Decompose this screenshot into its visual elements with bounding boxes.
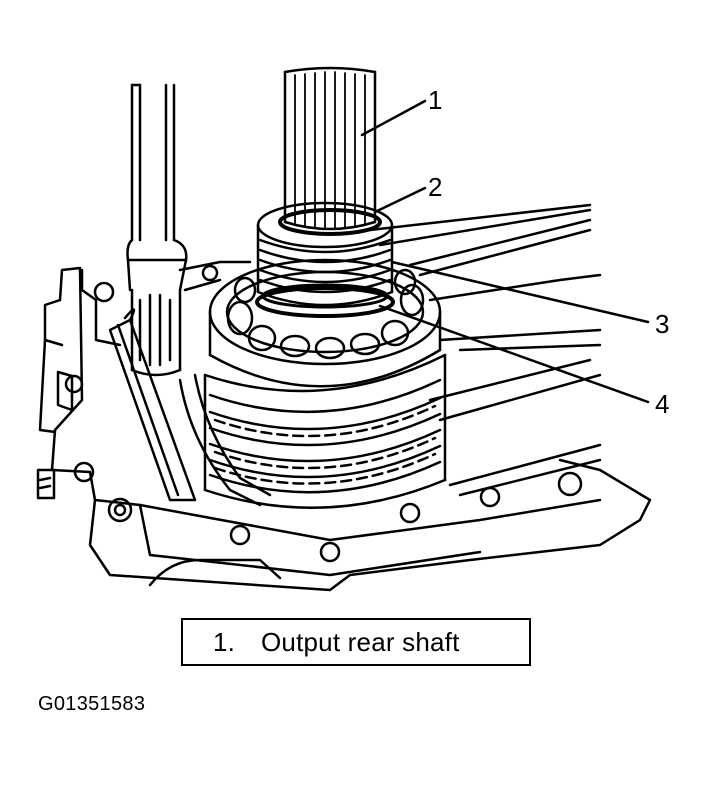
legend-number: 1.	[213, 626, 236, 657]
figure-id: G01351583	[38, 693, 146, 715]
callout-3: 3	[655, 309, 669, 339]
legend-box: 1. Output rear shaft	[181, 618, 531, 666]
leader-line-2	[373, 186, 427, 214]
leader-line-3	[390, 260, 650, 324]
callout-1: 1	[428, 85, 442, 115]
transmission-diagram: 1 2 3 4	[36, 66, 669, 592]
callout-4: 4	[655, 389, 669, 419]
legend-text: Output rear shaft	[261, 626, 460, 657]
leader-line-1	[360, 99, 427, 137]
leader-line-4	[378, 304, 650, 404]
callout-2: 2	[428, 172, 442, 202]
case-housing	[50, 266, 652, 592]
